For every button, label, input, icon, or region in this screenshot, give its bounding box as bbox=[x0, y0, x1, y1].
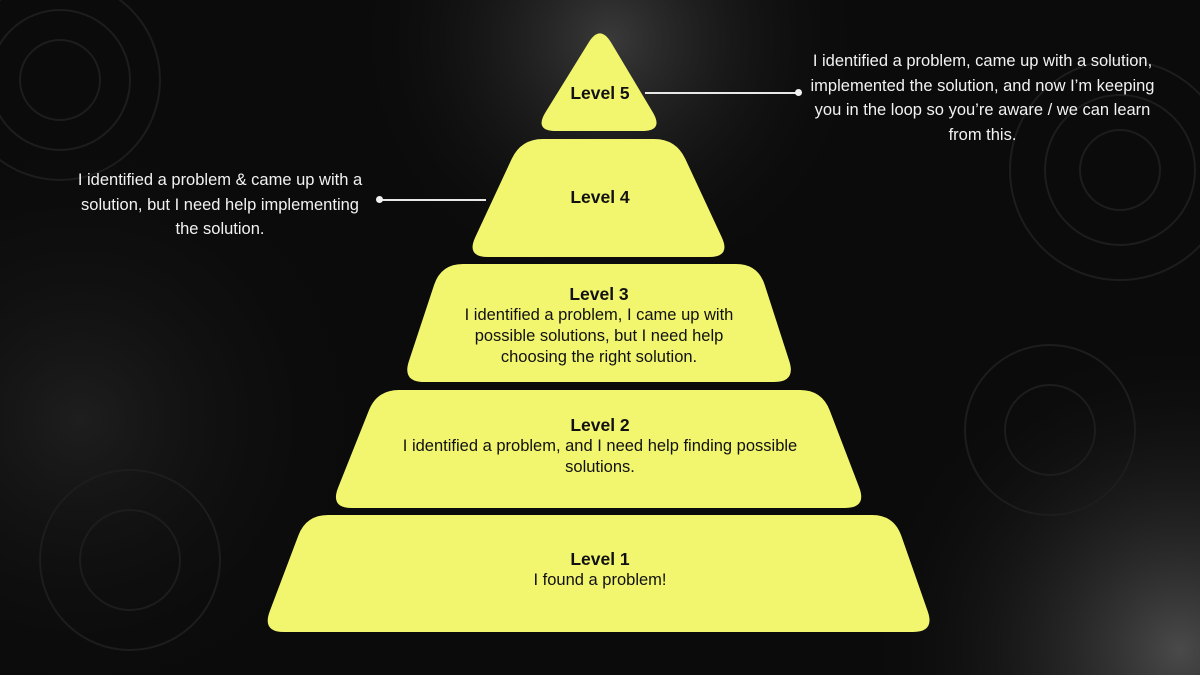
level-4-label: Level 4 bbox=[520, 186, 680, 208]
level-4-callout: I identified a problem & came up with a … bbox=[77, 171, 363, 238]
level-2-tier bbox=[335, 390, 862, 508]
level-4-tier bbox=[472, 139, 725, 257]
level-1-description: I found a problem! bbox=[533, 571, 667, 589]
level-3-title: Level 3 bbox=[569, 284, 629, 304]
level-1-title: Level 1 bbox=[570, 549, 630, 569]
level-3-description: I identified a problem, I came up with p… bbox=[464, 306, 734, 366]
level-5-connector bbox=[645, 92, 798, 94]
level-4-connector bbox=[380, 199, 486, 201]
level-3-label: Level 3 I identified a problem, I came u… bbox=[440, 283, 758, 368]
level-2-label: Level 2 I identified a problem, and I ne… bbox=[400, 414, 800, 478]
level-2-description: I identified a problem, and I need help … bbox=[402, 437, 798, 476]
level-1-tier bbox=[267, 515, 930, 632]
level-2-title: Level 2 bbox=[570, 415, 630, 435]
level-5-title: Level 5 bbox=[570, 83, 630, 103]
level-4-title: Level 4 bbox=[570, 187, 630, 207]
level-5-tier bbox=[541, 33, 657, 131]
level-3-tier bbox=[407, 264, 791, 382]
level-5-label: Level 5 bbox=[540, 82, 660, 104]
level-4-connector-dot bbox=[376, 196, 383, 203]
level-1-label: Level 1 I found a problem! bbox=[450, 548, 750, 591]
level-5-callout: I identified a problem, came up with a s… bbox=[810, 52, 1155, 144]
level-5-connector-dot bbox=[795, 89, 802, 96]
